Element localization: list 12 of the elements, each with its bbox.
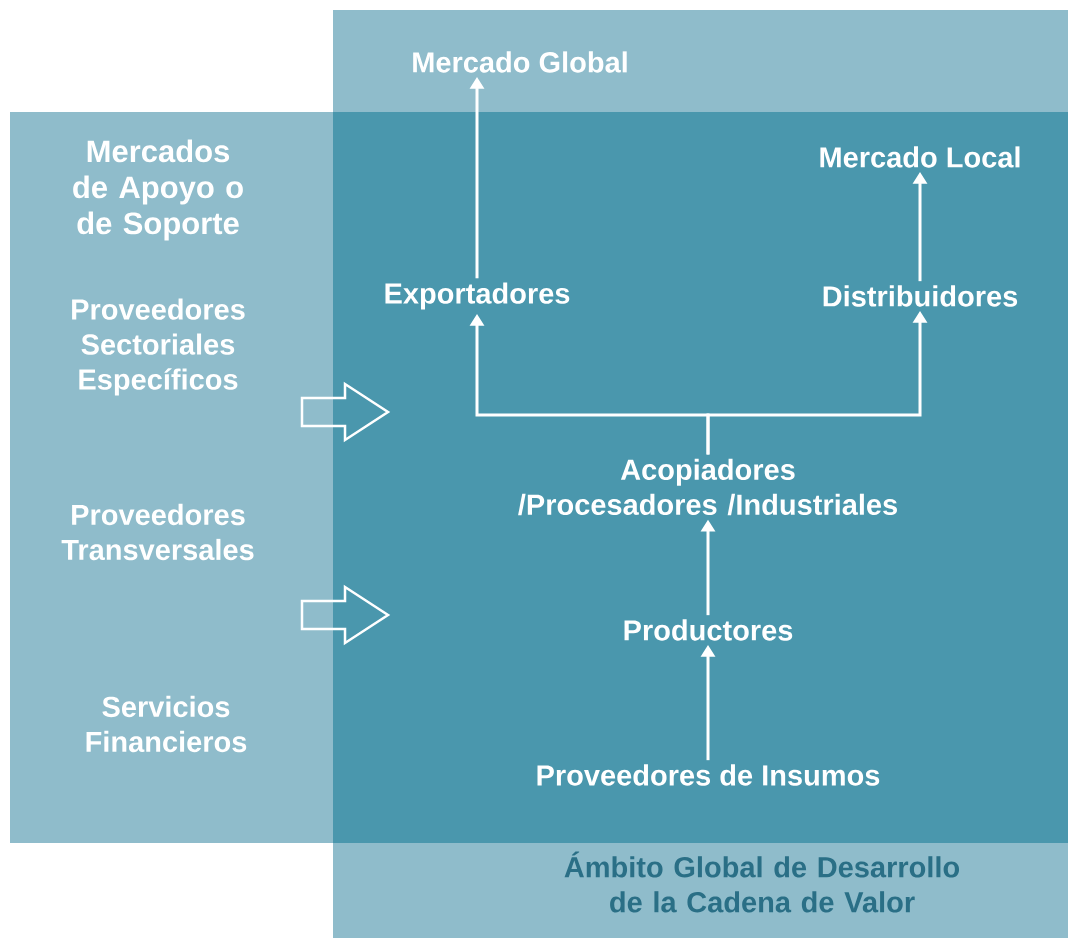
- panel-text: Proveedores Sectoriales Específicos: [72, 298, 245, 396]
- panel-text: Proveedores Transversales: [61, 503, 254, 561]
- node-label: Exportadores: [385, 282, 570, 310]
- node-label: Acopiadores /Procesadores /Industriales: [518, 458, 897, 516]
- panel-title: Ámbito Global de Desarrollo de la Cadena de Valor: [564, 851, 960, 913]
- panel-heading: Mercados de Apoyo o de Soporte: [73, 139, 243, 241]
- node-label: Mercado Global: [413, 51, 627, 73]
- node-label: Mercado Local: [820, 146, 1020, 168]
- node-label: Productores: [624, 619, 793, 641]
- panel-text: Servicios Financieros: [86, 695, 247, 753]
- node-label: Distribuidores: [823, 285, 1018, 307]
- node-label: Proveedores de Insumos: [537, 764, 880, 786]
